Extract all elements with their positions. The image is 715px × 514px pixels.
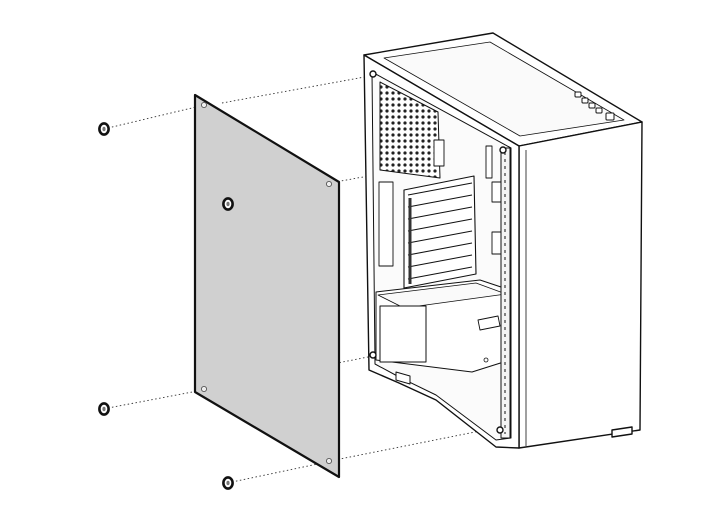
front-io-buttons bbox=[574, 91, 615, 121]
io-button-4 bbox=[595, 107, 603, 114]
panel-hole-top-left bbox=[200, 101, 208, 109]
cable-cutout-right-1 bbox=[485, 145, 493, 179]
shroud-hole bbox=[483, 357, 489, 363]
cable-cutout-upper bbox=[378, 181, 394, 267]
side-panel-icon bbox=[193, 93, 341, 479]
guide-line-top-left bbox=[107, 106, 197, 129]
panel-hole-bottom-left bbox=[200, 385, 208, 393]
thumbscrews bbox=[98, 122, 234, 490]
guide-line-bottom-right bbox=[231, 461, 328, 483]
psu-bay bbox=[379, 305, 427, 363]
expansion-slots bbox=[403, 175, 477, 289]
case-front-face bbox=[518, 121, 643, 449]
case-screw-hole-4 bbox=[496, 426, 504, 434]
guide-line-bottom-left bbox=[107, 389, 204, 409]
case-screw-hole-1 bbox=[369, 70, 377, 78]
case-screw-hole-3 bbox=[369, 351, 377, 359]
shroud-cutout bbox=[477, 315, 501, 331]
thumbscrew-icon bbox=[222, 197, 234, 211]
case-top-glass bbox=[383, 41, 625, 137]
power-button bbox=[605, 112, 615, 121]
case-foot-rear bbox=[395, 371, 411, 385]
panel-hole-top-right bbox=[325, 180, 333, 188]
io-button-3 bbox=[588, 102, 596, 109]
side-panel bbox=[193, 93, 341, 479]
guide-line-bottom-right-b bbox=[329, 429, 486, 462]
case-foot-front bbox=[611, 426, 633, 438]
io-button-1 bbox=[574, 91, 582, 98]
pc-case-icon bbox=[363, 32, 643, 449]
rear-mesh-panel bbox=[379, 81, 441, 179]
panel-hole-bottom-right bbox=[325, 457, 333, 465]
guide-line-top-left-b bbox=[221, 75, 371, 104]
io-button-2 bbox=[581, 97, 589, 104]
case-screw-hole-2 bbox=[499, 146, 507, 154]
thumbscrew-icon bbox=[222, 476, 234, 490]
rear-io-cutout bbox=[433, 139, 445, 167]
thumbscrew-icon bbox=[98, 402, 110, 416]
thumbscrew-icon bbox=[98, 122, 110, 136]
